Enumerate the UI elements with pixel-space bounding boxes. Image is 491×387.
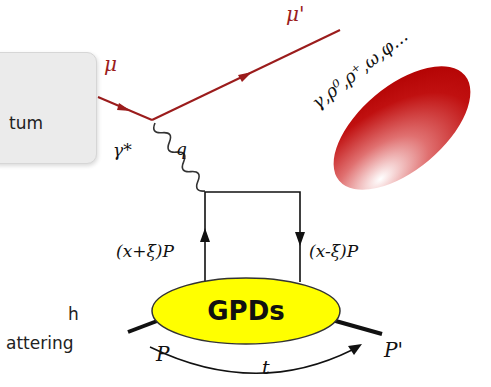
muon-label: μ xyxy=(104,54,117,74)
arrowhead xyxy=(238,72,252,82)
parton-momentum: (x+ξ)P xyxy=(116,243,174,260)
node-text: tum xyxy=(9,115,43,132)
muon-out-label: μ' xyxy=(286,4,305,24)
fragment-text: h xyxy=(68,306,79,323)
fragment-text: attering xyxy=(6,335,74,352)
info-panel: tum xyxy=(0,52,97,164)
momentum-label: q xyxy=(176,141,187,158)
arrowhead xyxy=(295,232,305,246)
muon-in xyxy=(98,97,152,120)
momentum-transfer-label: t xyxy=(262,358,270,377)
meson-blob xyxy=(312,43,491,213)
parton-momentum: (x-ξ)P xyxy=(309,243,358,260)
arrowhead xyxy=(117,103,131,111)
photon-label: γ* xyxy=(113,142,132,159)
quark-lines xyxy=(205,192,300,282)
muon-out xyxy=(152,30,340,120)
momentum-transfer-arc xyxy=(150,347,352,373)
gpd-blob: GPDs xyxy=(150,276,342,346)
arrowhead xyxy=(200,228,210,242)
proton-label: P xyxy=(156,344,169,364)
node-text: GPDs xyxy=(207,298,284,324)
arrowhead xyxy=(348,344,362,355)
photon-line xyxy=(154,123,205,191)
proton-out-label: P' xyxy=(384,340,403,360)
